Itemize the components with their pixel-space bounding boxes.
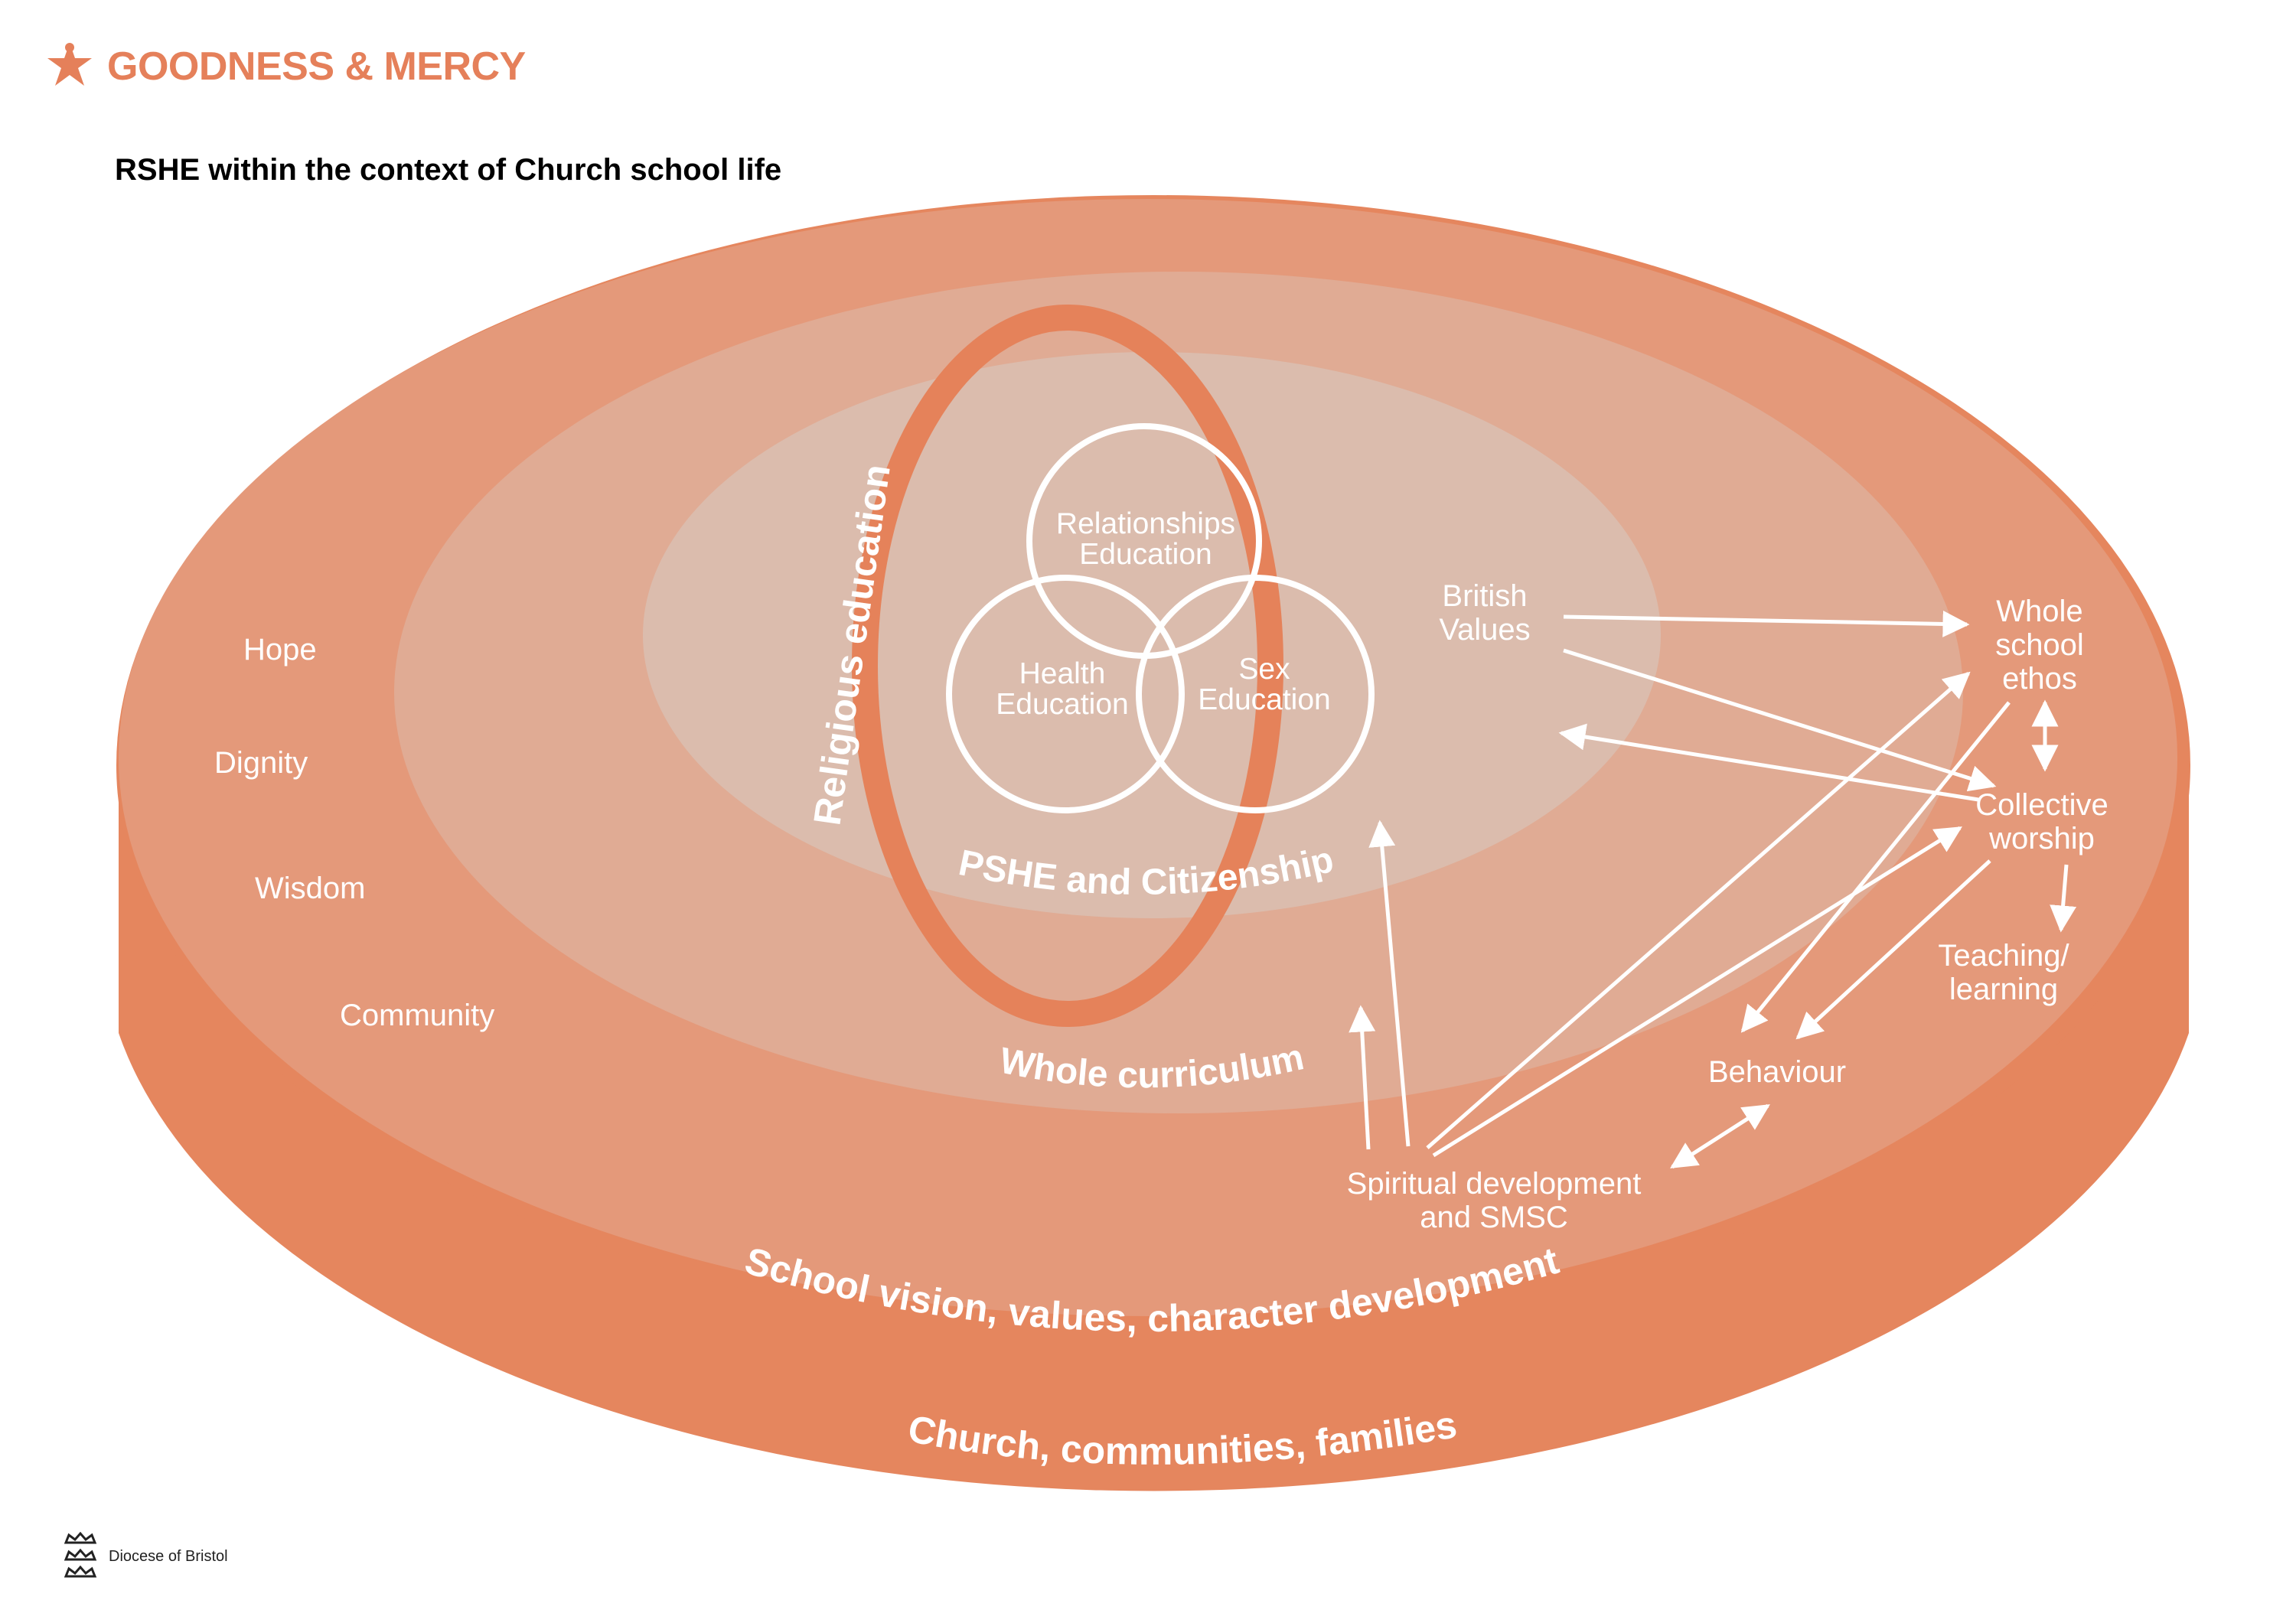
- value-dignity: Dignity: [214, 746, 308, 780]
- venn-diagram: [946, 423, 1375, 813]
- arrow-spiritual-behaviour: [1670, 1103, 1770, 1169]
- british-values-label-1: British: [1442, 579, 1527, 613]
- arrow-values-to-ethos: [1563, 610, 1970, 637]
- connector-arrows: [1349, 610, 2077, 1169]
- star-figure-icon: [47, 43, 92, 86]
- whole-school-ethos-label-1: Whole: [1996, 595, 2082, 628]
- whole-school-ethos-label-2: school: [1995, 628, 2084, 662]
- value-wisdom: Wisdom: [255, 872, 365, 905]
- health-label-1: Health: [1019, 657, 1106, 690]
- spiritual-label-1: Spiritual development: [1347, 1167, 1642, 1201]
- diocese-name: Diocese of Bristol: [109, 1547, 228, 1565]
- arrow-spiritual-to-pshe: [1368, 820, 1411, 1147]
- arrow-values-to-worship: [1563, 648, 1997, 792]
- sex-label-2: Education: [1198, 683, 1330, 716]
- relationships-label-1: Relationships: [1056, 507, 1235, 540]
- diocese-logo: Diocese of Bristol: [61, 1530, 228, 1582]
- religious-education-ring: [852, 305, 1283, 1027]
- spiritual-label-2: and SMSC: [1420, 1201, 1567, 1234]
- arrow-spiritual-to-curriculum: [1349, 1005, 1376, 1150]
- arrow-worship-to-values: [1558, 723, 1979, 802]
- brand-logo: GOODNESS & MERCY: [43, 40, 526, 93]
- collective-worship-label-1: Collective: [1975, 788, 2108, 822]
- sex-label-1: Sex: [1238, 653, 1290, 686]
- brand-name: GOODNESS & MERCY: [107, 44, 526, 89]
- sex-circle: [1136, 575, 1375, 813]
- arrow-worship-to-behaviour: [1795, 859, 1991, 1040]
- whole-school-ethos-label-3: ethos: [2002, 662, 2077, 696]
- teaching-learning-label-1: Teaching/: [1938, 939, 2069, 973]
- british-values-label-2: Values: [1439, 613, 1530, 647]
- teaching-learning-label-2: learning: [1949, 973, 2058, 1006]
- arrow-worship-to-teaching: [2050, 864, 2077, 933]
- arrow-spiritual-to-ethos: [1426, 671, 1971, 1149]
- arrow-ethos-to-behaviour: [1740, 701, 2011, 1033]
- behaviour-label: Behaviour: [1708, 1055, 1846, 1089]
- arrow-spiritual-to-worship: [1432, 826, 1962, 1158]
- health-label-2: Education: [996, 688, 1128, 721]
- crowns-crest-icon: [64, 1531, 97, 1578]
- collective-worship-label-2: worship: [1988, 822, 2095, 855]
- value-hope: Hope: [243, 633, 317, 666]
- value-community: Community: [340, 999, 494, 1032]
- page-title: RSHE within the context of Church school…: [115, 153, 782, 187]
- health-circle: [946, 575, 1185, 813]
- relationships-label-2: Education: [1079, 538, 1212, 571]
